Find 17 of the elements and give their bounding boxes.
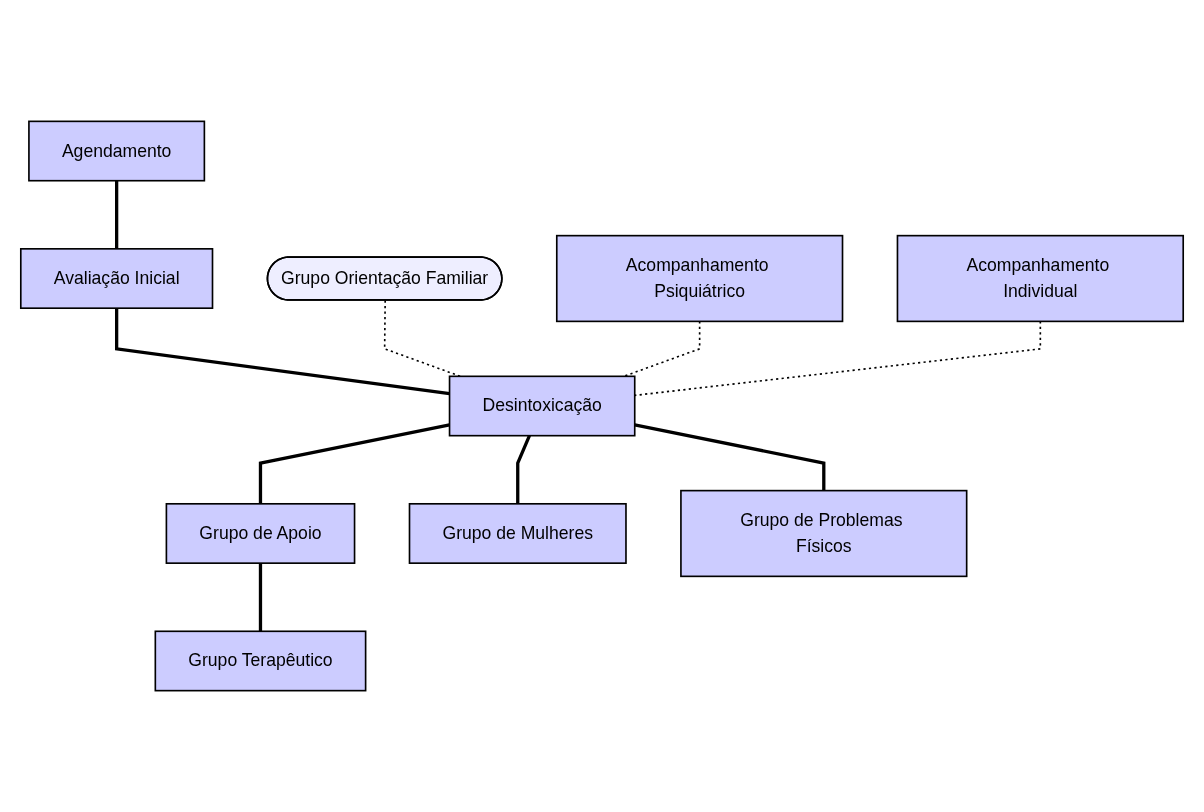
node-box: Grupo Terapêutico bbox=[154, 630, 367, 692]
connector bbox=[115, 308, 450, 396]
node-box: Grupo de Mulheres bbox=[408, 503, 627, 564]
connector bbox=[623, 320, 701, 378]
connector bbox=[115, 180, 119, 249]
node-box: Grupo de Apoio bbox=[165, 503, 356, 564]
node-box: Desintoxicação bbox=[448, 375, 636, 437]
connector bbox=[258, 563, 263, 632]
connector bbox=[516, 435, 531, 504]
node-box: Avaliação Inicial bbox=[19, 248, 214, 309]
node-box: Acompanhamento Individual bbox=[896, 234, 1185, 323]
node-box: Agendamento bbox=[28, 120, 206, 182]
node-box: Acompanhamento Psiquiátrico bbox=[555, 234, 844, 323]
connector bbox=[634, 423, 826, 491]
connector bbox=[383, 299, 462, 378]
node-box: Grupo de Problemas Físicos bbox=[680, 489, 968, 578]
connector bbox=[258, 423, 450, 504]
